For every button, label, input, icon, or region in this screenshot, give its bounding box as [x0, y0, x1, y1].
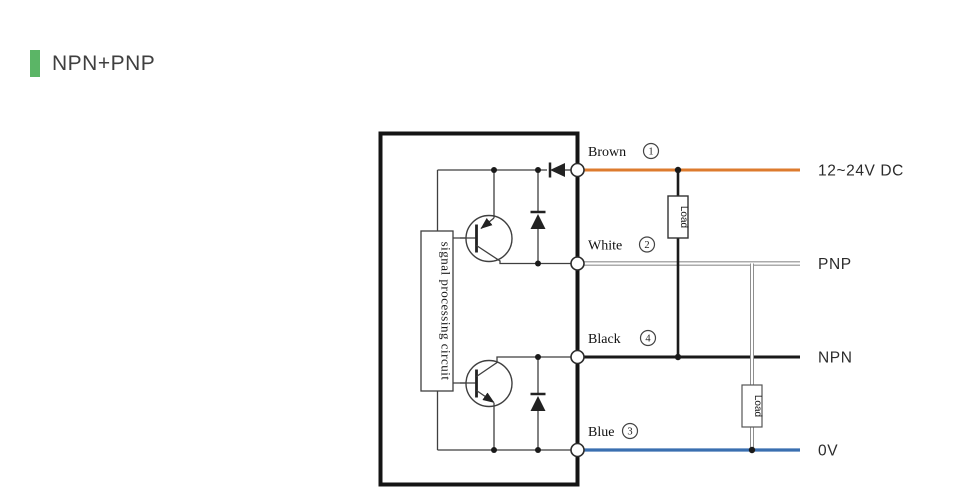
pnp-output-label: PNP: [818, 256, 852, 273]
wire-label-white: White: [588, 239, 622, 254]
pin-3-number: 3: [627, 427, 632, 438]
pin-1-number: 1: [648, 147, 653, 158]
output-labels: 12~24V DC PNP NPN 0V: [818, 163, 904, 460]
wire-label-blue: Blue: [588, 425, 614, 440]
terminal-brown: [570, 162, 585, 178]
junction-dots: [491, 167, 541, 453]
load-1-label: Load: [678, 206, 689, 228]
npn-output-label: NPN: [818, 350, 853, 367]
npn-transistor: [460, 356, 578, 450]
sensor-enclosure-box: [378, 131, 580, 487]
pin-3-circle: [621, 422, 639, 440]
internal-wiring: [436, 169, 578, 451]
load-2-label: Load: [752, 395, 763, 417]
page-title: NPN+PNP: [52, 51, 156, 75]
zener-diode-bottom: [530, 357, 546, 450]
pin-2-number: 2: [644, 240, 649, 251]
pin-1-circle: [642, 142, 660, 160]
load-2: Load: [741, 263, 763, 454]
title-accent-bar: [30, 50, 40, 77]
wire-label-black: Black: [588, 332, 621, 347]
protection-diode: [548, 162, 565, 178]
wire-name-labels: Brown 1 White 2 Black 4 Blue 3: [588, 142, 660, 440]
pin-4-number: 4: [645, 334, 651, 345]
supply-voltage-label: 12~24V DC: [818, 163, 904, 180]
zener-diode-top: [530, 170, 546, 264]
load-1: Load: [667, 166, 689, 361]
pin-2-circle: [638, 236, 656, 253]
signal-processing-label: signal processing circuit: [439, 242, 454, 381]
pnp-transistor: [460, 170, 578, 265]
terminals: [570, 162, 585, 458]
terminal-white: [570, 256, 585, 271]
terminal-black: [570, 349, 585, 365]
section-header: NPN+PNP: [30, 50, 155, 77]
signal-processing-box: signal processing circuit: [420, 230, 454, 392]
wire-label-brown: Brown: [588, 145, 626, 160]
zero-volt-label: 0V: [818, 443, 838, 460]
pin-4-circle: [639, 329, 657, 347]
terminal-blue: [570, 442, 585, 458]
